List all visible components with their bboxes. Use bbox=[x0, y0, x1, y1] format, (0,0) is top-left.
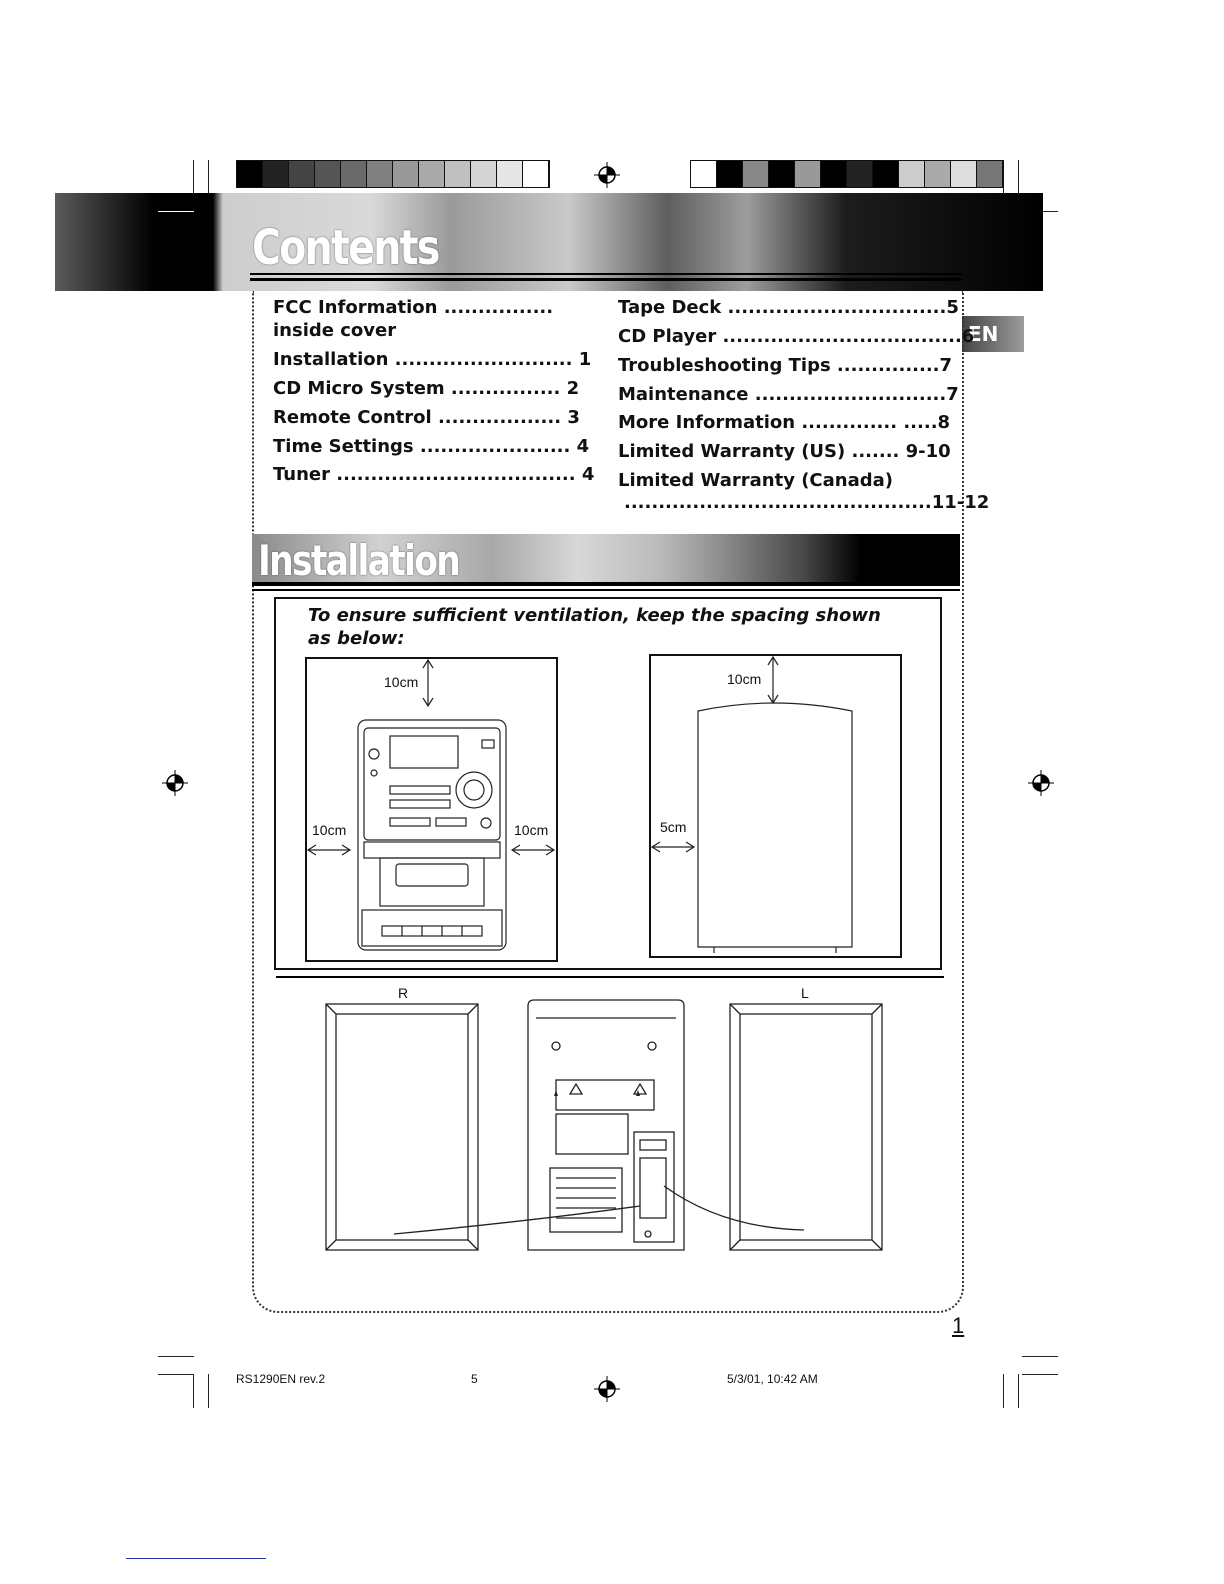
footer-date: 5/3/01, 10:42 AM bbox=[727, 1372, 818, 1386]
dim-front-right: 10cm bbox=[514, 822, 549, 838]
toc-item: Remote Control .................. 3 bbox=[273, 407, 580, 428]
speaker-label-left: L bbox=[801, 985, 809, 1001]
front-view-frame bbox=[305, 657, 558, 962]
dim-front-top: 10cm bbox=[384, 674, 419, 690]
banner-rule bbox=[252, 589, 960, 591]
crop-mark bbox=[1022, 1374, 1058, 1375]
content-frame bbox=[252, 291, 964, 1313]
front-view-diagram bbox=[306, 658, 556, 951]
installation-banner bbox=[252, 534, 960, 582]
crop-mark bbox=[1003, 1374, 1004, 1408]
contents-banner bbox=[55, 193, 1043, 291]
toc-item: FCC Information ................ bbox=[273, 297, 554, 318]
banner-rule bbox=[250, 278, 962, 281]
toc-item: Tuner ..................................… bbox=[273, 464, 595, 485]
toc-item: Limited Warranty (Canada) bbox=[618, 470, 894, 491]
registration-target-icon bbox=[1028, 770, 1054, 796]
crop-mark bbox=[193, 160, 194, 194]
ventilation-note: To ensure sufficient ventilation, keep t… bbox=[308, 605, 881, 649]
crop-mark bbox=[1018, 1374, 1019, 1408]
language-tab: EN bbox=[962, 316, 1024, 352]
color-bar-right bbox=[690, 160, 1004, 188]
crop-mark bbox=[193, 1374, 194, 1408]
side-view-diagram bbox=[650, 655, 853, 953]
registration-target-icon bbox=[162, 770, 188, 796]
ventilation-panel bbox=[274, 597, 942, 970]
crop-mark bbox=[208, 160, 209, 194]
footer-file: RS1290EN rev.2 bbox=[236, 1372, 326, 1386]
toc-item: CD Player ..............................… bbox=[618, 326, 975, 347]
crop-mark bbox=[158, 1356, 194, 1357]
speaker-label-right: R bbox=[398, 985, 409, 1001]
crop-mark bbox=[1018, 160, 1019, 194]
dim-front-left: 10cm bbox=[312, 822, 347, 838]
toc-item: Troubleshooting Tips ...............7 bbox=[618, 355, 953, 376]
toc-item: CD Micro System ................ 2 bbox=[273, 378, 580, 399]
color-bar-left bbox=[236, 160, 550, 188]
toc-item: Maintenance ............................… bbox=[618, 384, 959, 405]
installation-title: Installation bbox=[258, 536, 461, 585]
crop-mark bbox=[208, 1374, 209, 1408]
crop-mark bbox=[1022, 1356, 1058, 1357]
contents-title: Contents bbox=[252, 220, 440, 276]
toc-item: Tape Deck ..............................… bbox=[618, 297, 959, 318]
toc-item: inside cover bbox=[273, 320, 397, 341]
speaker-connection-diagram bbox=[325, 999, 883, 1251]
dim-side-top: 10cm bbox=[727, 671, 762, 687]
footer-sheet: 5 bbox=[471, 1372, 478, 1386]
footnote-rule bbox=[126, 1558, 266, 1559]
banner-rule bbox=[252, 582, 960, 586]
toc-item: Installation .......................... … bbox=[273, 349, 592, 370]
page-number: 1 bbox=[952, 1313, 965, 1338]
separator-rule bbox=[276, 976, 944, 978]
toc-item: ........................................… bbox=[624, 492, 990, 513]
toc-item: Time Settings ...................... 4 bbox=[273, 436, 590, 457]
toc-item: More Information .............. .....8 bbox=[618, 412, 951, 433]
toc-item: Limited Warranty (US) ....... 9-10 bbox=[618, 441, 951, 462]
registration-target-icon bbox=[594, 162, 620, 188]
side-view-frame bbox=[649, 654, 902, 958]
crop-mark bbox=[158, 1374, 194, 1375]
dim-side-left: 5cm bbox=[660, 819, 687, 835]
banner-rule bbox=[250, 273, 962, 275]
registration-target-icon bbox=[594, 1376, 620, 1402]
